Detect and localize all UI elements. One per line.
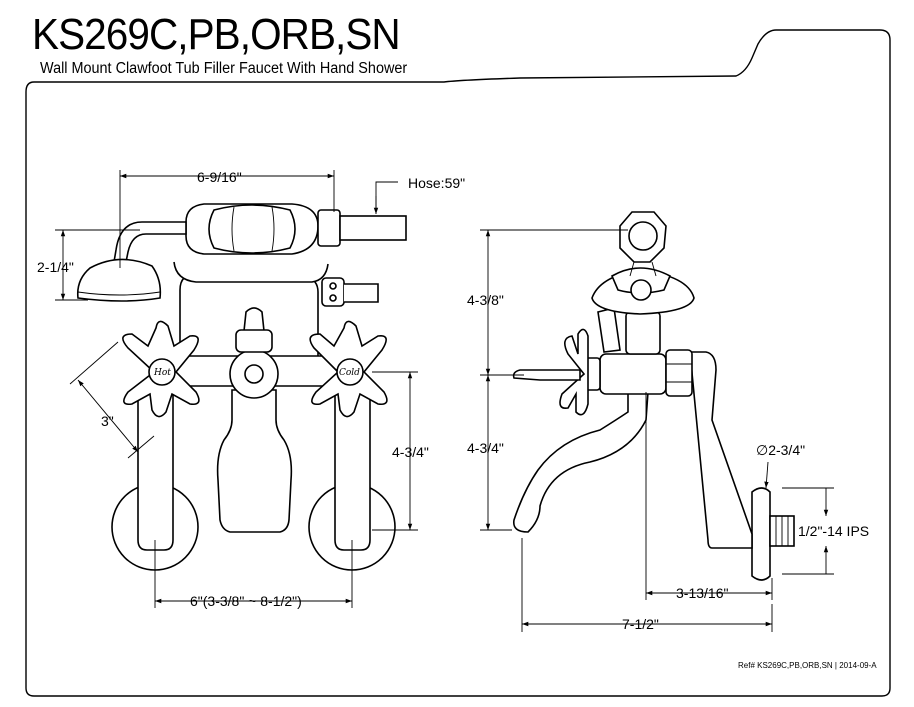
side-cradle-ring <box>628 221 658 251</box>
grip-line-2 <box>271 206 275 252</box>
side-cradle-neck <box>629 261 657 277</box>
cold-label: Cold <box>339 368 360 378</box>
spout-drop-label: 4-3/4" <box>392 444 429 460</box>
handshower-arm <box>113 221 187 263</box>
hose-clip-screw-top <box>329 282 337 290</box>
cradle-arm <box>173 261 329 283</box>
shower-head-face <box>77 291 161 296</box>
side-escutcheon-center <box>630 279 652 301</box>
side-spout <box>512 391 649 533</box>
handshower-width-label: 6-9/16" <box>197 169 242 185</box>
side-diverter-column <box>625 311 661 355</box>
side-handle-arm <box>512 369 581 381</box>
hose-clip-pipe <box>344 283 379 303</box>
reference-note: Ref# KS269C,PB,ORB,SN | 2014-09-A <box>738 661 877 670</box>
outlet-projection-label: 3-13/16" <box>676 585 728 601</box>
spout-front <box>216 389 293 533</box>
centers-label: 6"(3-3/8" ~ 8-1/2") <box>190 593 302 609</box>
side-cross-handle <box>559 328 589 416</box>
front-view: Hot Cold 6-9/16" Hose:59" 2-1/4" 3" 4-3/… <box>37 169 465 609</box>
cold-cross-handle: Cold <box>309 320 388 418</box>
side-lower-height-label: 4-3/4" <box>467 440 504 456</box>
right-supply-leg <box>334 391 371 551</box>
grip-line-1 <box>231 206 235 252</box>
handle-offset-label: 3" <box>101 413 114 429</box>
left-supply-leg <box>137 391 174 551</box>
side-supply-arm <box>689 351 753 549</box>
model-number: KS269C,PB,ORB,SN <box>32 10 401 59</box>
handshower-height-label: 2-1/4" <box>37 259 74 275</box>
shower-head <box>76 258 162 302</box>
hose-length-label: Hose:59" <box>408 175 465 191</box>
hot-label: Hot <box>153 368 171 378</box>
product-description: Wall Mount Clawfoot Tub Filler Faucet Wi… <box>40 60 408 77</box>
side-diverter-lever <box>597 307 621 353</box>
handshower-hose <box>339 215 407 241</box>
total-projection-label: 7-1/2" <box>622 616 659 632</box>
center-hub-cap <box>244 364 264 384</box>
side-view: 4-3/8" 4-3/4" ∅2-3/4" 1/2"-14 IPS 3-13/1… <box>467 211 869 632</box>
side-valve-body <box>599 353 667 395</box>
handshower-grip <box>208 204 296 254</box>
side-upper-height-label: 4-3/8" <box>467 292 504 308</box>
diverter-collar <box>235 329 273 353</box>
thread-size-label: 1/2"-14 IPS <box>798 523 869 539</box>
side-wall-flange <box>751 487 771 581</box>
drawing-border <box>25 29 891 697</box>
hose-clip-screw-bottom <box>329 294 337 302</box>
hot-cross-handle: Hot <box>122 320 200 418</box>
handshower-hose-nut <box>317 209 341 247</box>
flange-diameter-label: ∅2-3/4" <box>756 442 805 458</box>
side-valve-nut <box>665 349 693 397</box>
